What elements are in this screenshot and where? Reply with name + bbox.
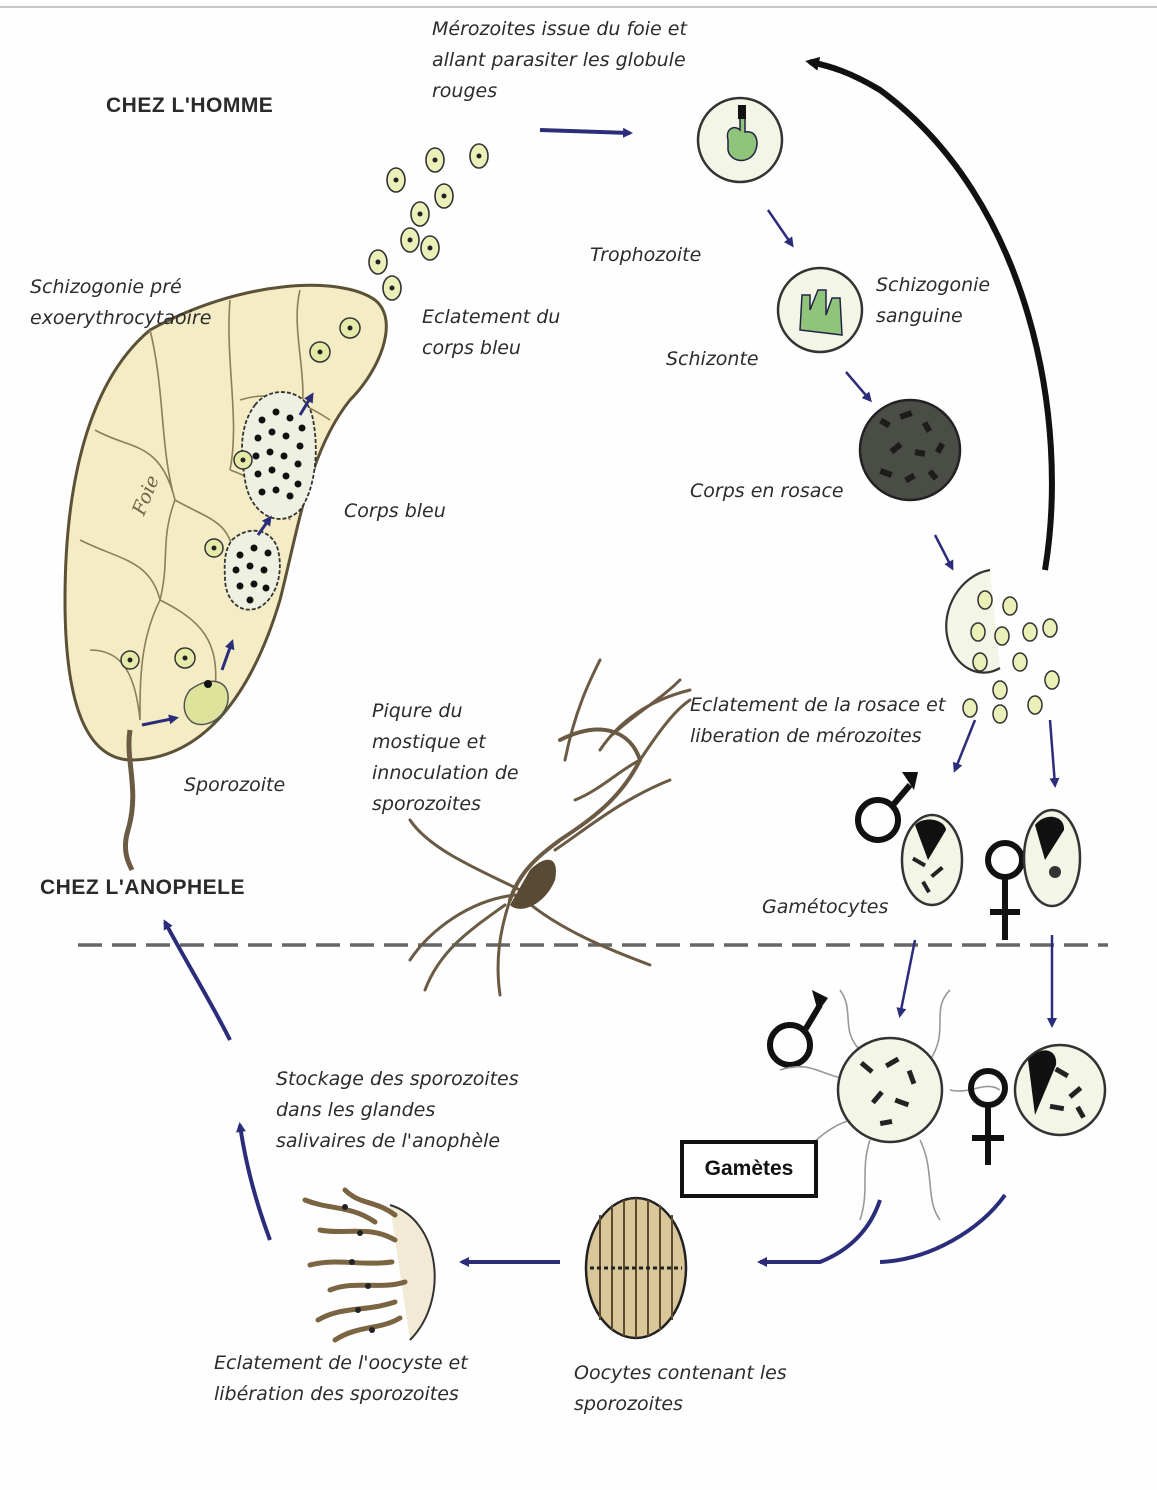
oocyst [586,1198,686,1338]
arrow-to-rosace [846,372,870,400]
arrow-male-gamete [900,940,915,1015]
label-schizogonie-sanguine: Schizogonie sanguine [876,270,990,332]
label-schizogonie-pre: Schizogonie pré exoerythrocytaoire [30,272,211,334]
red-cell-schizonte [778,268,862,352]
burst-rosace [946,570,1059,723]
label-piqure-du-moustique: Piqure du mostique et innoculation de sp… [372,696,519,820]
fusion-arrow [760,1200,880,1262]
label-stockage-sporozoites: Stockage des sporozoites dans les glande… [276,1064,519,1157]
female-gametocyte [988,810,1080,940]
label-trophozoite: Trophozoite [590,240,701,271]
arrow-male-gametocyte [955,720,975,770]
label-eclatement-corps-bleu: Eclatement du corps bleu [422,302,560,364]
label-corps-bleu: Corps bleu [344,496,446,527]
arrow-female-gametocyte [1050,720,1055,785]
arrow-to-red-cell [540,130,630,133]
label-schizonte: Schizonte [666,344,759,375]
corps-en-rosace-cell [860,400,960,500]
label-corps-en-rosace: Corps en rosace [690,476,844,507]
label-gametes-box: Gamètes [680,1140,818,1198]
label-eclatement-rosace: Eclatement de la rosace et liberation de… [690,690,945,752]
fusion-arrow-branch [880,1195,1005,1262]
arrow-to-schizonte [768,210,792,245]
burst-oocyst [305,1190,435,1340]
label-eclatement-oocyste: Eclatement de l'oocyste et libération de… [214,1348,468,1410]
arrow-to-storage [240,1125,270,1240]
red-cell-trophozoite [698,98,782,182]
female-gamete [971,1045,1105,1165]
label-gametocytes: Gamétocytes [762,892,888,923]
male-gametocyte [858,772,962,905]
header-chez-l-homme: CHEZ L'HOMME [106,94,273,118]
merozoites-stream [369,144,488,300]
label-oocytes: Oocytes contenant les sporozoites [574,1358,787,1420]
label-sporozoite: Sporozoite [184,770,285,801]
arrow-to-burst [935,535,952,568]
arrow-to-anophele [165,922,230,1040]
label-merozoites-foie: Mérozoites issue du foie et allant paras… [432,14,687,107]
header-chez-l-anophele: CHEZ L'ANOPHELE [40,876,245,900]
